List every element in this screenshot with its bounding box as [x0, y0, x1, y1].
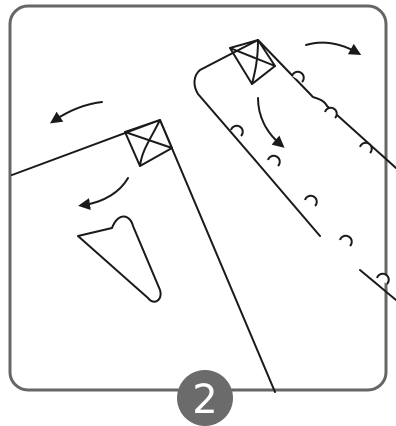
step-number: 2 — [192, 377, 217, 423]
frame-border — [10, 6, 386, 390]
step-badge: 2 — [177, 370, 233, 426]
